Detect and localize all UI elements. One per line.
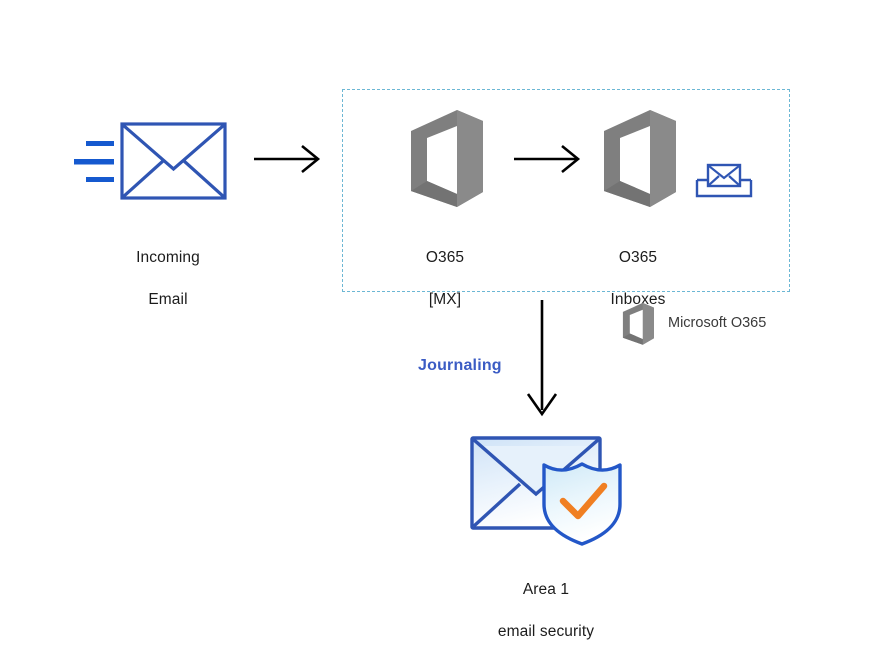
envelope-body	[120, 122, 227, 200]
inbox-envelope-fold-right	[728, 175, 740, 186]
speed-line-bottom	[86, 177, 114, 182]
o365-logo-inner-page	[629, 309, 643, 340]
legend-microsoft-o365-label: Microsoft O365	[668, 315, 767, 331]
area1-caption: Area 1 email security	[466, 558, 626, 653]
arrow-right-icon	[514, 144, 581, 174]
area1-shield	[542, 462, 622, 546]
office365-logo-icon	[604, 110, 676, 207]
envelope-flap	[122, 124, 225, 172]
o365-inboxes-caption: O365 Inboxes	[568, 226, 708, 331]
inbox-envelope-fold-left	[708, 175, 720, 186]
arrow-mx-to-inboxes	[512, 142, 584, 176]
journaling-label: Journaling	[418, 357, 502, 374]
inbox-tray-badge	[694, 160, 754, 202]
o365-logo-shadow	[604, 181, 650, 207]
o365-logo-right-face	[642, 302, 654, 345]
inbox-tray-envelope-icon	[695, 163, 753, 198]
area1-email-security-node	[468, 432, 634, 548]
arrow-head	[561, 144, 581, 174]
incoming-email-node	[70, 112, 230, 212]
shield-check-icon	[559, 482, 608, 520]
o365-logo-shadow	[411, 181, 457, 207]
o365-logo-right-face	[650, 110, 676, 207]
o365-mx-caption: O365 [MX]	[375, 226, 515, 331]
area1-envelope-flap-fill	[480, 446, 592, 494]
microsoft-o365-zone	[342, 89, 790, 292]
o365-logo-inner-page	[620, 126, 650, 194]
incoming-email-label-line2: Email	[148, 291, 188, 308]
o365-mx-node	[405, 108, 487, 210]
o365-logo-shadow	[622, 333, 643, 345]
envelope-fold-right	[182, 159, 225, 198]
arrow-head	[526, 393, 558, 417]
area1-envelope-fold-left	[472, 482, 522, 528]
office365-logo-icon	[411, 110, 483, 207]
o365-logo-right-face	[457, 110, 483, 207]
area1-label-line2: email security	[497, 623, 595, 640]
arrow-inboxes-to-area1	[522, 298, 562, 420]
o365-mx-label-line2: [MX]	[428, 291, 462, 308]
arrow-head	[301, 144, 321, 174]
arrow-down-icon	[526, 300, 558, 417]
o365-inboxes-node	[598, 108, 680, 210]
o365-mx-label-line1: O365	[425, 249, 465, 266]
arrow-incoming-to-mx	[252, 142, 324, 176]
incoming-email-label-line1: Incoming	[136, 249, 200, 266]
speed-line-top	[86, 141, 114, 146]
speed-line-middle	[74, 159, 114, 165]
office365-logo-icon	[622, 302, 654, 345]
legend-o365-icon-wrap	[620, 302, 656, 346]
area1-envelope-flap	[472, 438, 600, 497]
inbox-envelope-flap	[708, 165, 740, 180]
arrow-right-icon	[254, 144, 321, 174]
incoming-email-caption: Incoming Email	[88, 226, 248, 331]
area1-label-line1: Area 1	[522, 581, 570, 598]
envelope-icon	[74, 122, 227, 200]
o365-inboxes-label-line2: Inboxes	[610, 291, 666, 308]
o365-inboxes-label-line1: O365	[618, 249, 658, 266]
envelope-fold-left	[122, 159, 165, 198]
email-shield-check-icon	[470, 436, 622, 546]
o365-logo-inner-page	[427, 126, 457, 194]
